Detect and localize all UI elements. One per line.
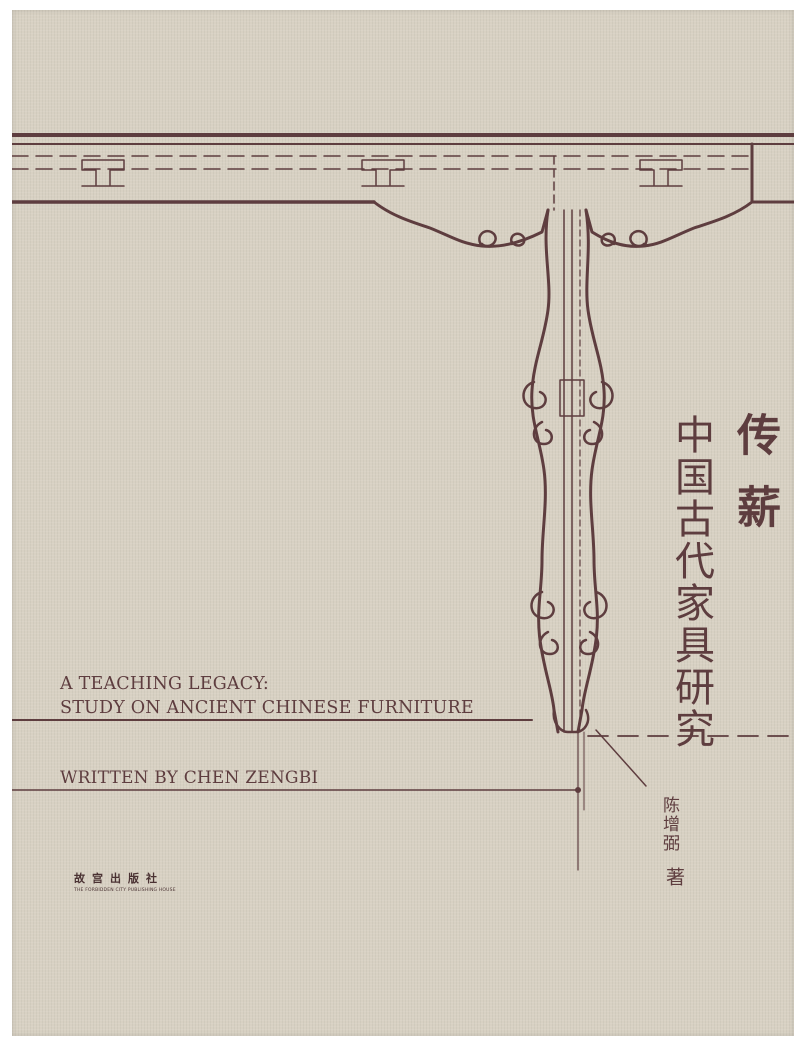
english-title-line-2: STUDY ON ANCIENT CHINESE FURNITURE <box>60 698 474 718</box>
english-title-line-1: A TEACHING LEGACY: <box>60 674 269 694</box>
chinese-author: 陈增弼 <box>659 796 679 853</box>
chinese-subtitle: 中国古代家具研究 <box>668 414 714 750</box>
publisher-chinese: 故宫出版社 <box>74 872 164 885</box>
table-leg-drawing <box>12 133 794 871</box>
publisher-english: THE FORBIDDEN CITY PUBLISHING HOUSE <box>74 888 176 893</box>
book-cover: 传薪 中国古代家具研究 A TEACHING LEGACY: STUDY ON … <box>12 10 794 1036</box>
english-author: WRITTEN BY CHEN ZENGBI <box>60 768 319 788</box>
chinese-title: 传薪 <box>729 412 780 556</box>
chinese-author-role: 著 <box>663 867 685 886</box>
